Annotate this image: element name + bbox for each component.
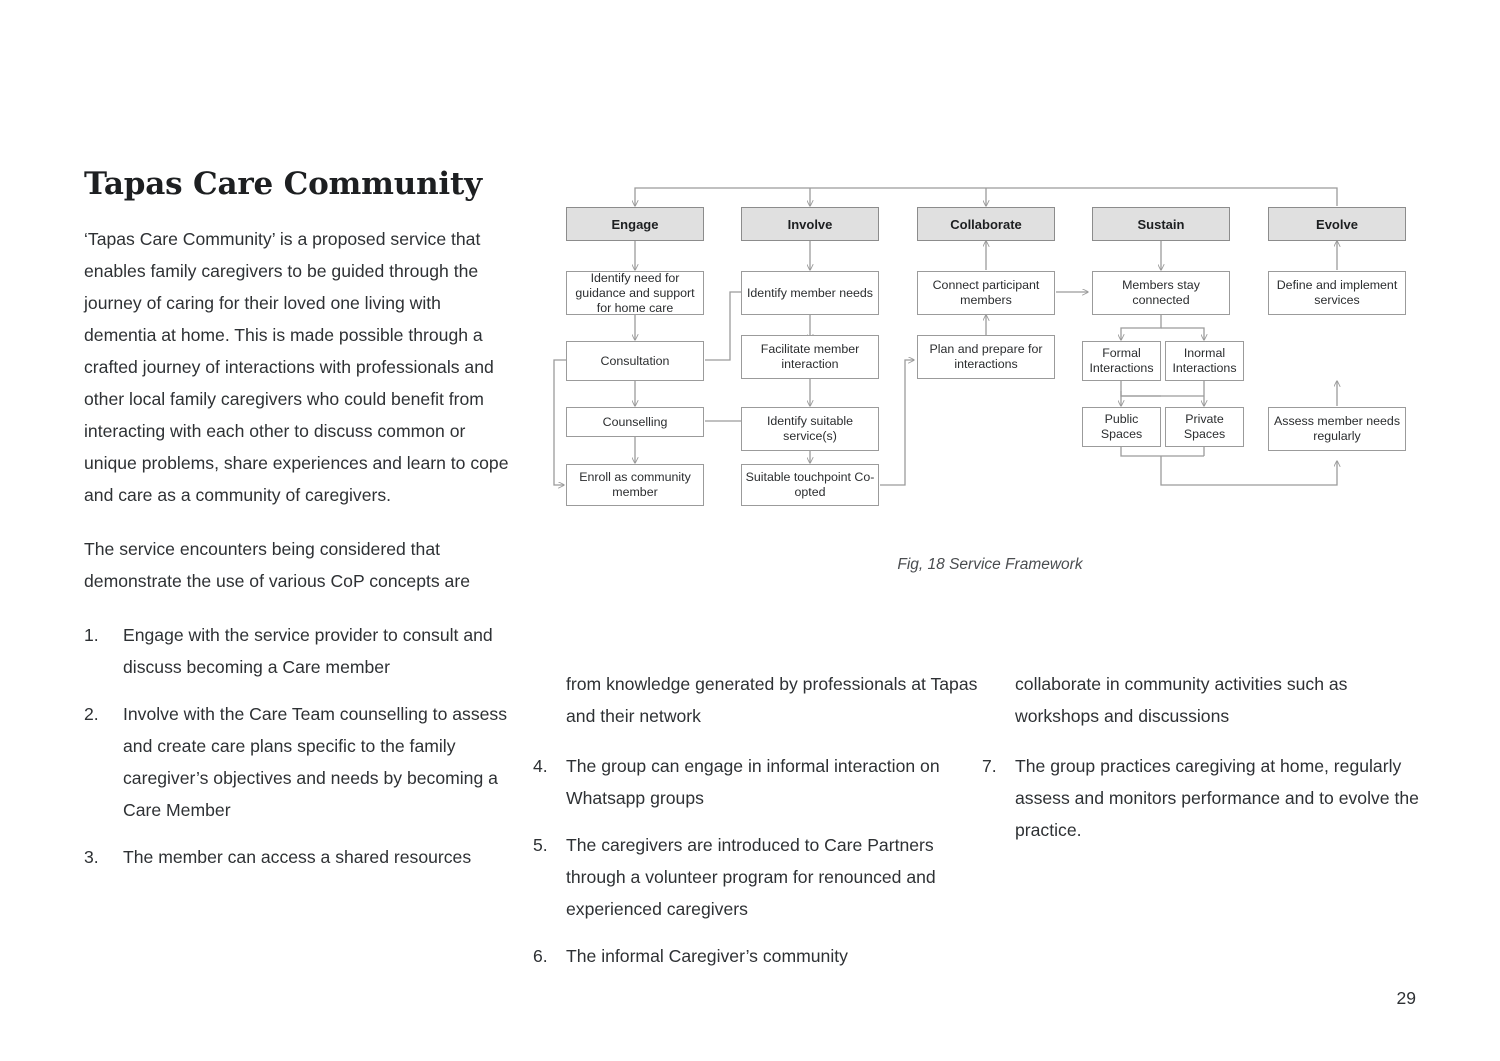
node-members-stay-connected[interactable]: Members stay connected [1092,271,1230,315]
list-item-text: Involve with the Care Team counselling t… [123,704,508,821]
list-item: 4. The group can engage in informal inte… [533,750,988,814]
page-number: 29 [1396,988,1416,1008]
list-item-text: The caregivers are introduced to Care Pa… [566,835,936,919]
node-identify-suitable-services[interactable]: Identify suitable service(s) [741,407,879,451]
list-item: 1. Engage with the service provider to c… [84,619,514,683]
service-encounters-paragraph: The service encounters being considered … [84,539,470,592]
node-define-and-implement-services[interactable]: Define and implement services [1268,271,1406,315]
list-item: 7. The group practices caregiving at hom… [982,750,1422,846]
list-item-text: The member can access a shared resources [123,847,472,868]
list-item-number: 2. [84,704,99,725]
phase-sustain[interactable]: Sustain [1092,207,1230,241]
node-identify-need[interactable]: Identify need for guidance and support f… [566,271,704,315]
list-item-number: 3. [84,847,99,868]
list-item: 2. Involve with the Care Team counsellin… [84,698,514,826]
node-suitable-touchpoint-co-opted[interactable]: Suitable touchpoint Co-opted [741,464,879,506]
list-item-text: The group practices caregiving at home, … [1015,756,1419,840]
list-item-text: The informal Caregiver’s community [566,946,848,966]
list-item-text: Engage with the service provider to cons… [123,625,493,678]
right-text-column: collaborate in community activities such… [982,668,1422,861]
left-text-column: Tapas Care Community ‘Tapas Care Communi… [84,167,514,888]
node-assess-member-needs-regularly[interactable]: Assess member needs regularly [1268,407,1406,451]
encounters-list-right: 7. The group practices caregiving at hom… [982,750,1422,846]
list-continuation-text: collaborate in community activities such… [1015,674,1348,726]
list-item: 3. The member can access a shared resour… [84,841,514,873]
node-counselling[interactable]: Counselling [566,407,704,437]
node-connect-participant-members[interactable]: Connect participant members [917,271,1055,315]
list-item-number: 4. [533,756,548,776]
node-identify-member-needs[interactable]: Identify member needs [741,271,879,315]
list-item-number: 7. [982,756,997,776]
middle-text-column: from knowledge generated by professional… [533,668,988,987]
phase-evolve[interactable]: Evolve [1268,207,1406,241]
service-framework-figure: Engage Involve Collaborate Sustain Evolv… [540,178,1440,588]
node-consultation[interactable]: Consultation [566,341,704,381]
phase-involve[interactable]: Involve [741,207,879,241]
phase-collaborate[interactable]: Collaborate [917,207,1055,241]
figure-caption: Fig, 18 Service Framework [897,556,1083,573]
encounters-list-middle: 4. The group can engage in informal inte… [533,750,988,972]
list-item-number: 1. [84,625,99,646]
list-item: 6. The informal Caregiver’s community [533,940,988,972]
list-continuation-text: from knowledge generated by professional… [566,674,978,726]
list-item: 5. The caregivers are introduced to Care… [533,829,988,925]
node-inormal-interactions[interactable]: Inormal Interactions [1165,341,1244,381]
node-public-spaces[interactable]: Public Spaces [1082,407,1161,447]
list-item-number: 5. [533,835,548,855]
node-facilitate-member-interaction[interactable]: Facilitate member interaction [741,335,879,379]
node-private-spaces[interactable]: Private Spaces [1165,407,1244,447]
node-enroll-as-community-member[interactable]: Enroll as community member [566,464,704,506]
intro-paragraph: ‘Tapas Care Community’ is a proposed ser… [84,229,509,506]
node-plan-and-prepare[interactable]: Plan and prepare for interactions [917,335,1055,379]
encounters-list-left: 1. Engage with the service provider to c… [84,619,514,873]
page-title: Tapas Care Community [84,166,482,202]
list-item-text: The group can engage in informal interac… [566,756,940,808]
list-item-number: 6. [533,946,548,966]
node-formal-interactions[interactable]: Formal Interactions [1082,341,1161,381]
phase-engage[interactable]: Engage [566,207,704,241]
